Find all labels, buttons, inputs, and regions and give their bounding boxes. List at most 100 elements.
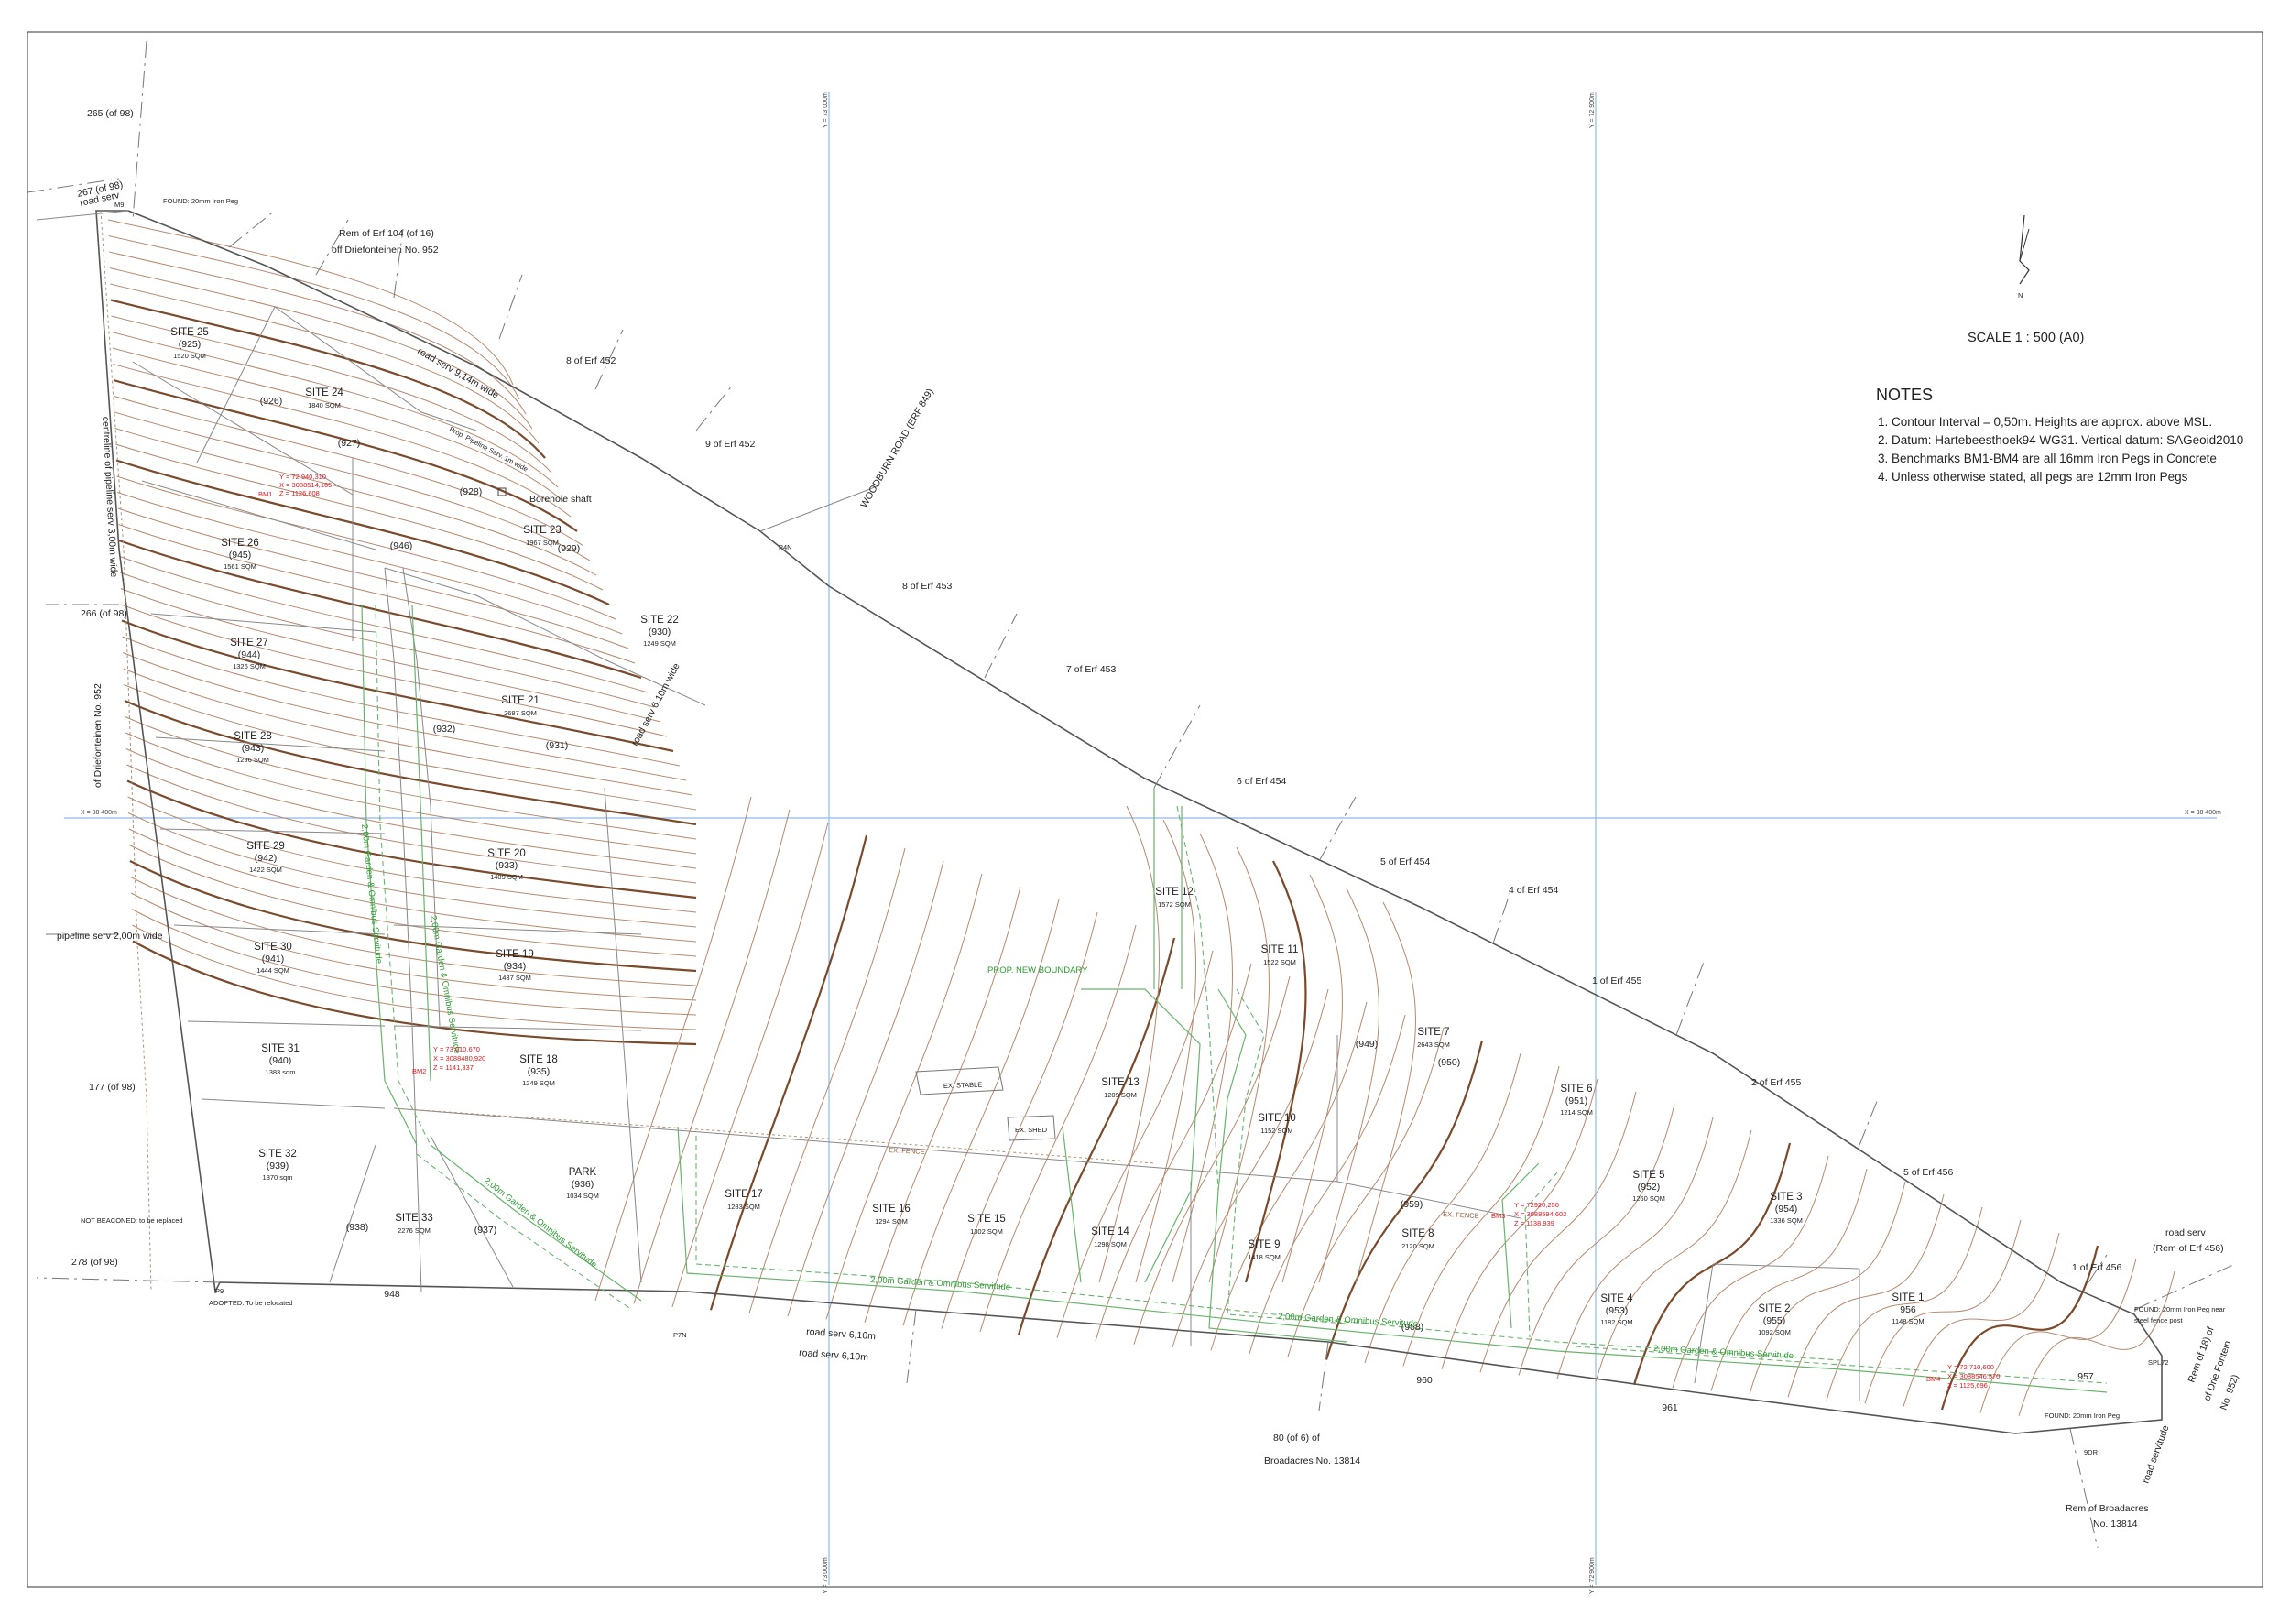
site-name: SITE 20 bbox=[487, 848, 526, 859]
road-serv-610-a: road serv 6,10m bbox=[806, 1326, 877, 1342]
west-fence-line bbox=[100, 210, 152, 1292]
note-3: 3. Benchmarks BM1-BM4 are all 16mm Iron … bbox=[1878, 452, 2217, 465]
site-area: 1418 SQM bbox=[1248, 1253, 1281, 1261]
contour bbox=[1355, 901, 1417, 1283]
broadacres-80: 80 (of 6) of bbox=[1273, 1433, 1320, 1444]
erf-9-452: 9 of Erf 452 bbox=[705, 439, 755, 450]
garden-servitude-2: 2,00m Garden & Omnibus Servitude bbox=[428, 915, 462, 1055]
sheet-frame bbox=[27, 31, 2263, 1588]
contour bbox=[1281, 874, 1344, 1283]
erf-1-455: 1 of Erf 455 bbox=[1592, 975, 1641, 986]
site-name: SITE 14 bbox=[1091, 1226, 1129, 1237]
note-4: 4. Unless otherwise stated, all pegs are… bbox=[1878, 470, 2188, 484]
site-erf: (933) bbox=[496, 860, 518, 871]
found-peg-right: FOUND: 20mm Iron Peg near bbox=[2134, 1305, 2226, 1313]
rem-erf-456: (Rem of Erf 456) bbox=[2153, 1243, 2224, 1254]
contour bbox=[1318, 888, 1380, 1283]
benchmark-bm2: BM2 Y = 73 010,670 X = 3088480,920 Z = 1… bbox=[412, 1045, 485, 1075]
ex-stable-label: EX. STABLE bbox=[943, 1081, 983, 1090]
peg-p7n: P7N bbox=[673, 1331, 687, 1339]
major-contour bbox=[126, 779, 697, 899]
site-name: SITE 22 bbox=[640, 615, 679, 626]
svg-text:BM1: BM1 bbox=[258, 490, 272, 498]
scale-label: SCALE 1 : 500 (A0) bbox=[1968, 331, 2084, 345]
site-area: 2687 SQM bbox=[504, 709, 537, 717]
found-peg-right-2: steel fence post bbox=[2134, 1316, 2183, 1324]
svg-text:X = 3088546,570: X = 3088546,570 bbox=[1947, 1372, 2000, 1380]
site-name: SITE 7 bbox=[1417, 1027, 1449, 1038]
contour bbox=[125, 732, 697, 855]
peg-p9: P9 bbox=[215, 1287, 224, 1295]
contour bbox=[902, 899, 1060, 1326]
site-label: SITE 3(954)1336 SQM bbox=[1770, 1192, 1803, 1225]
contour bbox=[1864, 1219, 2022, 1404]
site-erf: (939) bbox=[267, 1161, 289, 1172]
site-label: SITE 23 1967 SQM bbox=[523, 525, 562, 547]
site-name: SITE 23 bbox=[523, 525, 562, 536]
svg-text:Y = 72 710,600: Y = 72 710,600 bbox=[1947, 1363, 1994, 1371]
site-name: SITE 25 bbox=[170, 327, 209, 338]
site-area: 1214 SQM bbox=[1560, 1108, 1593, 1117]
site-name: SITE 31 bbox=[261, 1043, 300, 1054]
contour bbox=[1249, 1014, 1406, 1354]
site-erf: 956 bbox=[1900, 1304, 1916, 1315]
contour-lines bbox=[107, 219, 2176, 1416]
erf-number: (928) bbox=[460, 486, 483, 497]
erf-1-456: 1 of Erf 456 bbox=[2072, 1262, 2121, 1273]
contour bbox=[1133, 975, 1291, 1345]
site-label: SITE 30(941)1444 SQM bbox=[254, 942, 292, 975]
erf-8-452: 8 of Erf 452 bbox=[566, 355, 616, 366]
note-1: 1. Contour Interval = 0,50m. Heights are… bbox=[1878, 415, 2212, 429]
site-label: SITE 2(955)1092 SQM bbox=[1758, 1303, 1791, 1336]
site-boundaries bbox=[132, 306, 1860, 1401]
contour bbox=[671, 822, 829, 1307]
site-erf: (954) bbox=[1775, 1204, 1798, 1215]
contour bbox=[114, 396, 584, 547]
site-area: 1444 SQM bbox=[256, 966, 289, 975]
major-contour bbox=[1017, 937, 1176, 1335]
contour bbox=[117, 492, 623, 635]
north-arrow-label: N bbox=[2018, 291, 2023, 300]
site-erf: (940) bbox=[269, 1055, 292, 1066]
site-label: SITE 9 1418 SQM bbox=[1248, 1239, 1281, 1261]
site-label: SITE 18(935)1249 SQM bbox=[519, 1054, 558, 1087]
site-label: SITE 4(953)1182 SQM bbox=[1600, 1293, 1633, 1326]
svg-text:BM3: BM3 bbox=[1491, 1212, 1505, 1220]
site-name: SITE 4 bbox=[1600, 1293, 1633, 1304]
erf-7-453: 7 of Erf 453 bbox=[1066, 664, 1116, 675]
svg-text:X = 3088480,920: X = 3088480,920 bbox=[433, 1054, 485, 1063]
erf-6-454: 6 of Erf 454 bbox=[1237, 776, 1286, 787]
ex-stable-building bbox=[915, 1066, 1004, 1095]
erf-number: (929) bbox=[558, 543, 581, 554]
erf-number: (958) bbox=[1401, 1322, 1424, 1333]
contour bbox=[110, 283, 540, 444]
neighbour-177: 177 (of 98) bbox=[89, 1082, 136, 1093]
site-name: SITE 33 bbox=[395, 1213, 433, 1224]
woodburn-road-label: WOODBURN ROAD (ERF 849) bbox=[858, 387, 935, 509]
site-erf: (955) bbox=[1763, 1315, 1786, 1326]
erf-number: (949) bbox=[1356, 1039, 1379, 1050]
svg-text:Z = 1141,337: Z = 1141,337 bbox=[433, 1063, 474, 1072]
peg-m9: M9 bbox=[114, 201, 124, 209]
site-name: SITE 29 bbox=[246, 841, 285, 852]
contour bbox=[1287, 1027, 1445, 1357]
major-contour bbox=[124, 699, 697, 826]
neighbour-278: 278 (of 98) bbox=[71, 1257, 118, 1268]
contour bbox=[864, 886, 1021, 1323]
svg-text:Y = 73 010,670: Y = 73 010,670 bbox=[433, 1045, 480, 1053]
contour bbox=[1098, 805, 1161, 1283]
peg-p4n: P4N bbox=[779, 543, 792, 551]
site-name: SITE 9 bbox=[1248, 1239, 1280, 1250]
erf-number: (927) bbox=[338, 438, 361, 449]
site-name: SITE 2 bbox=[1758, 1303, 1790, 1314]
site-area: 1967 SQM bbox=[526, 539, 559, 547]
contour bbox=[119, 556, 649, 693]
site-name: SITE 28 bbox=[234, 731, 272, 742]
contour bbox=[1479, 1091, 1637, 1373]
pipeline-2m-label: pipeline serv 2,00m wide bbox=[57, 931, 163, 942]
site-area: 1437 SQM bbox=[498, 974, 531, 982]
contour bbox=[1595, 1129, 1752, 1382]
